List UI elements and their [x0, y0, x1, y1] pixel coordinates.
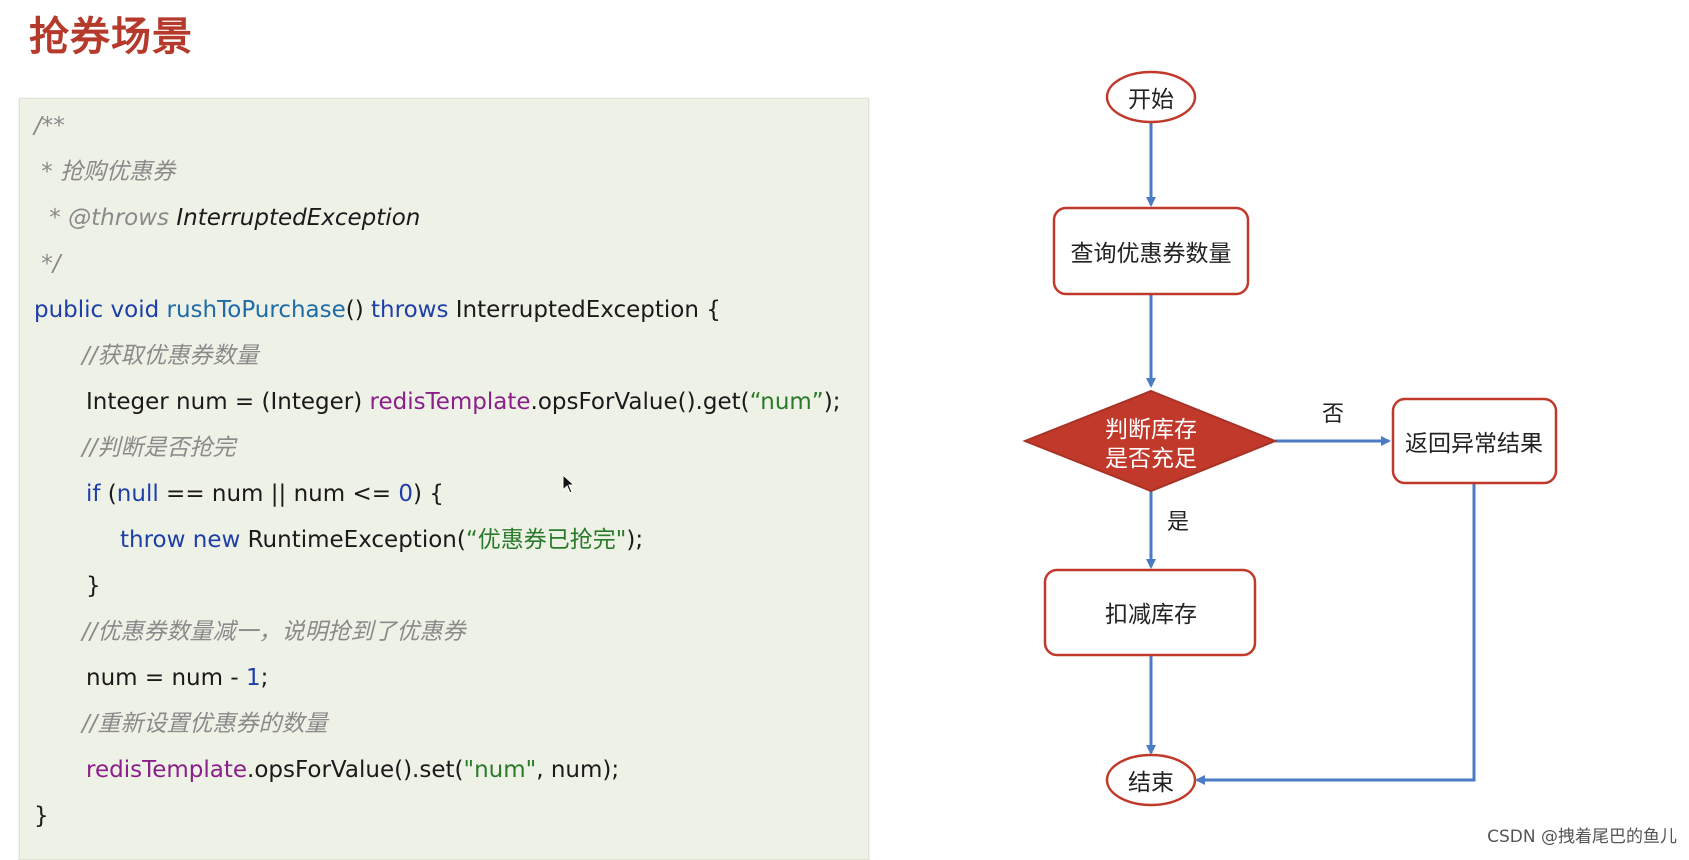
edge-label-no: 否: [1322, 396, 1344, 428]
node-end-label: 结束: [1128, 763, 1174, 797]
node-error-label: 返回异常结果: [1405, 424, 1543, 458]
node-start-label: 开始: [1128, 80, 1174, 114]
watermark: CSDN @拽着尾巴的鱼儿: [1487, 822, 1677, 847]
node-decision-label-2: 是否充足: [1105, 439, 1197, 473]
node-deduct-label: 扣减库存: [1105, 595, 1197, 629]
node-query-label: 查询优惠券数量: [1071, 234, 1232, 268]
edge-label-yes: 是: [1167, 504, 1189, 536]
